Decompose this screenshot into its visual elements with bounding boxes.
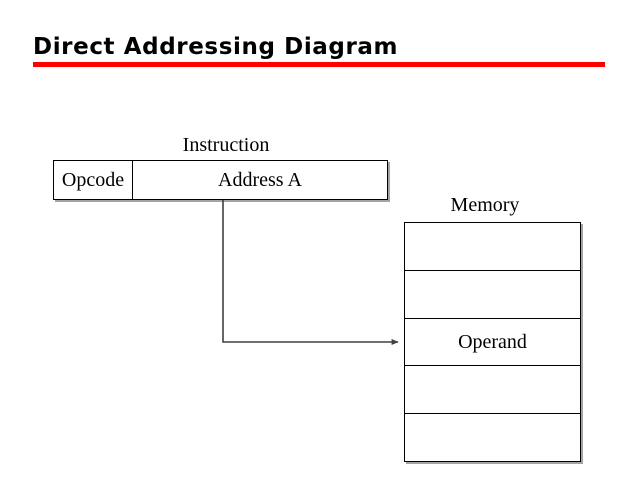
memory-row [405,223,580,271]
memory-row [405,366,580,415]
instruction-field-opcode: Opcode [54,161,133,199]
operand-label: Operand [458,330,527,353]
instruction-box: Opcode Address A [53,160,388,200]
arrow-path [222,200,399,345]
page-title: Direct Addressing Diagram [33,34,399,60]
address-label: Address A [218,169,302,191]
memory-row [405,271,580,319]
memory-row [405,414,580,461]
memory-row-operand: Operand [405,319,580,367]
title-underline-rule [33,62,605,67]
opcode-label: Opcode [61,169,125,191]
instruction-field-address: Address A [133,161,387,199]
memory-block: Operand [404,222,581,462]
instruction-label: Instruction [182,134,270,156]
memory-label: Memory [450,194,520,216]
